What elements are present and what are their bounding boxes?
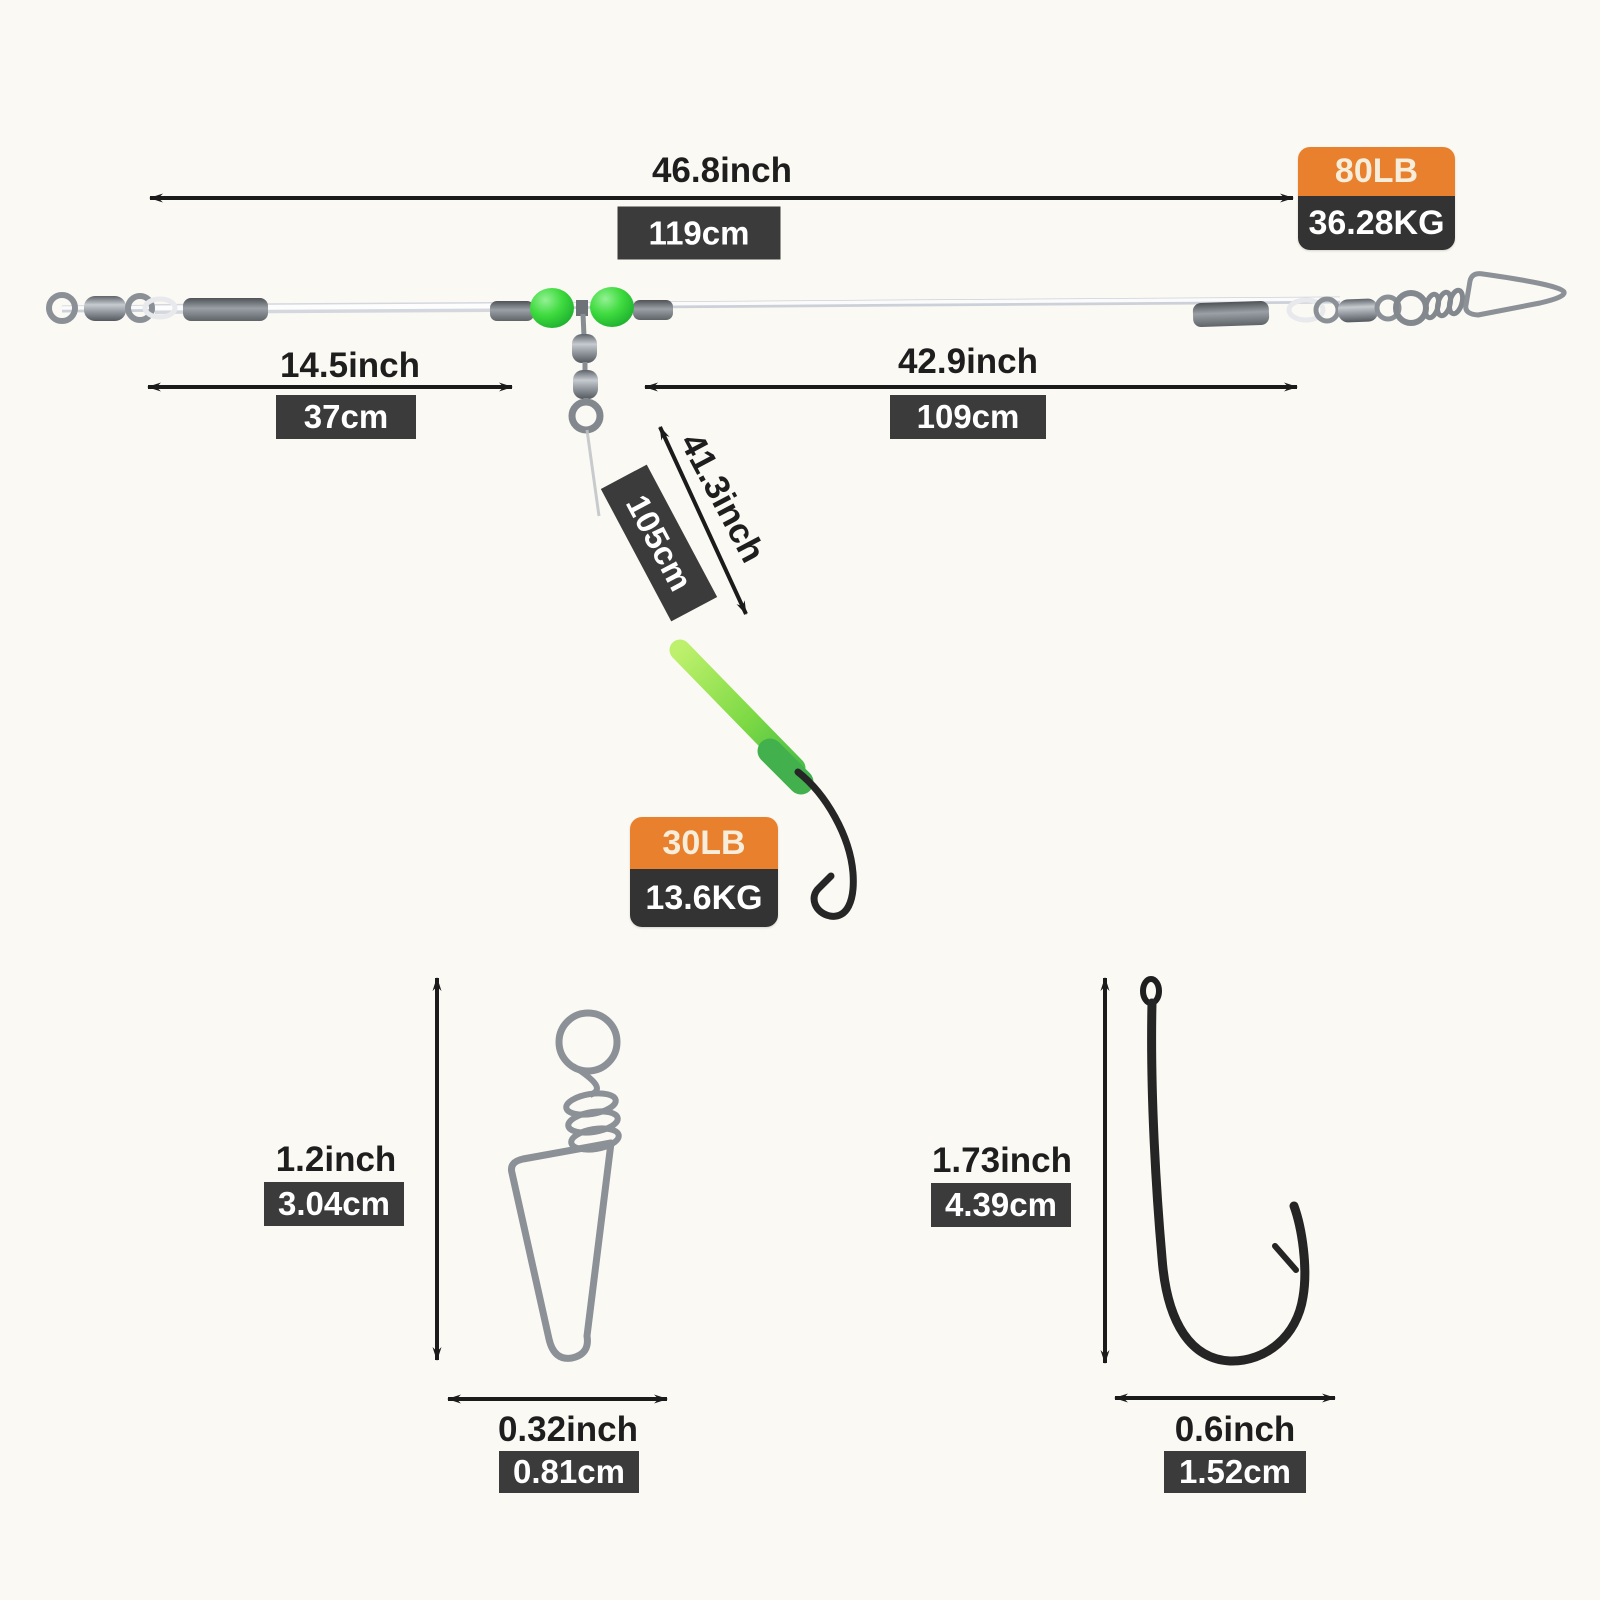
left-barrel-swivel-icon: [46, 292, 178, 324]
hook-height-cm-badge: 4.39cm: [931, 1183, 1071, 1227]
main-line-strength-badge: 80LB 36.28KG: [1298, 147, 1455, 250]
left-segment-inch-label: 14.5inch: [279, 346, 421, 385]
main-line-lb-label: 80LB: [1298, 147, 1455, 197]
luminous-beads-icon: [530, 287, 634, 328]
right-barrel-swivel-icon: [1286, 294, 1402, 324]
main-line-kg-label: 36.28KG: [1298, 196, 1455, 250]
center-crimp-sleeves-icon: [490, 300, 673, 321]
snap-swivel-detail-icon: [508, 1009, 622, 1362]
dimension-arrow-dropper: [658, 426, 748, 615]
dropper-line-kg-label: 13.6KG: [630, 869, 778, 927]
snap-height-cm-badge: 3.04cm: [264, 1182, 404, 1226]
snap-width-cm-badge: 0.81cm: [499, 1451, 639, 1493]
left-segment-cm-badge: 37cm: [276, 395, 416, 439]
total-length-cm-badge: 119cm: [617, 206, 781, 260]
left-crimp-sleeve-icon: [183, 298, 268, 321]
duo-lock-snap-icon: [1393, 271, 1567, 326]
dropper-line-strength-badge: 30LB 13.6KG: [630, 817, 778, 927]
hook-height-inch-label: 1.73inch: [931, 1141, 1073, 1180]
dropper-line: [585, 429, 601, 517]
hook-width-cm-badge: 1.52cm: [1164, 1451, 1306, 1493]
hook-detail-icon: [1140, 976, 1310, 1366]
right-segment-inch-label: 42.9inch: [897, 342, 1039, 381]
snap-height-inch-label: 1.2inch: [275, 1140, 397, 1179]
dropper-line-lb-label: 30LB: [630, 817, 778, 870]
right-crimp-sleeve-icon: [1192, 300, 1270, 328]
dropper-hook-icon: [794, 768, 857, 920]
total-length-inch-label: 46.8inch: [651, 151, 793, 190]
three-way-swivel-icon: [568, 313, 604, 434]
snap-width-inch-label: 0.32inch: [497, 1410, 639, 1449]
hook-width-inch-label: 0.6inch: [1174, 1410, 1296, 1449]
glow-tube-icon: [669, 639, 814, 795]
right-segment-cm-badge: 109cm: [890, 395, 1046, 439]
